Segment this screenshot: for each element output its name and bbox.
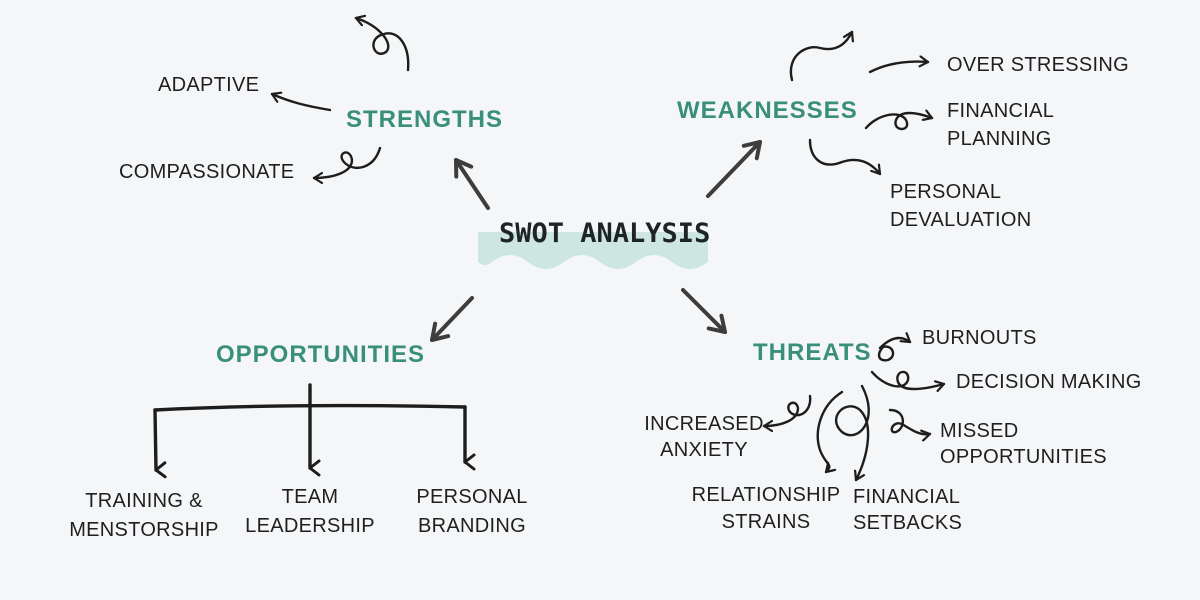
weaknesses-heading: WEAKNESSES — [677, 97, 858, 124]
weakness-item-over-stressing: OVER STRESSING — [947, 54, 1130, 76]
threat-item-anxiety-line1: INCREASED — [644, 413, 764, 435]
strength-item-compassionate: COMPASSIONATE — [119, 161, 295, 183]
arrow-to-opportunities — [430, 296, 474, 342]
threat-item-burnouts: BURNOUTS — [922, 327, 1037, 349]
weakness-item-financial-line1: FINANCIAL — [947, 100, 1055, 122]
threat-item-financial-line2: SETBACKS — [853, 512, 963, 534]
threat-item-missed-line2: OPPORTUNITIES — [940, 446, 1107, 468]
opportunity-item-training-line1: TRAINING & — [85, 490, 203, 512]
arrow-to-over-stressing — [868, 61, 930, 74]
swirl-arrow-compassionate — [312, 146, 382, 178]
threat-item-relationship-line1: RELATIONSHIP — [691, 484, 841, 506]
arrow-to-overthinking — [789, 30, 852, 82]
strength-item-adaptive: ADAPTIVE — [158, 74, 260, 96]
weakness-item-financial-line2: PLANNING — [947, 128, 1052, 150]
tree-bracket — [153, 403, 467, 412]
title-wave-shape — [478, 232, 708, 269]
opportunity-item-branding-line2: BRANDING — [418, 515, 526, 537]
threat-item-anxiety-line2: ANXIETY — [660, 439, 748, 461]
opportunity-item-branding-line1: PERSONAL — [416, 486, 528, 508]
opportunity-item-training-line2: MENSTORSHIP — [69, 519, 219, 541]
arrow-to-weaknesses — [706, 140, 762, 198]
arrow-to-threats — [681, 288, 727, 334]
opportunity-item-team-line2: LEADERSHIP — [245, 515, 375, 537]
threat-item-decision-making: DECISION MAKING — [956, 371, 1142, 393]
swirl-arrow-relationship — [816, 390, 844, 474]
threat-item-relationship-line2: STRAINS — [721, 511, 811, 533]
strengths-heading: STRENGTHS — [346, 106, 504, 133]
arrow-to-personal — [808, 138, 882, 176]
diagram-title: SWOT ANALYSIS — [499, 218, 711, 249]
opportunity-item-team-line1: TEAM — [281, 486, 339, 508]
threat-item-financial-line1: FINANCIAL — [853, 486, 961, 508]
swirl-arrow-financial-setbacks — [835, 384, 870, 482]
weakness-item-personal-line1: PERSONAL — [890, 181, 1002, 203]
threat-item-missed-line1: MISSED — [940, 420, 1019, 442]
swirl-arrow-missed — [888, 408, 932, 434]
swirl-arrow-decision — [870, 370, 946, 389]
arrow-to-adaptive — [270, 94, 332, 112]
swirl-arrow-top — [354, 18, 410, 72]
swirl-arrow-financial — [864, 113, 934, 131]
opportunities-heading: OPPORTUNITIES — [216, 341, 426, 368]
swirl-arrow-burnouts — [877, 338, 912, 362]
swirl-arrow-anxiety — [762, 394, 812, 426]
arrow-to-strengths — [454, 158, 490, 210]
threats-heading: THREATS — [753, 339, 872, 366]
tree-arrow-training — [153, 408, 167, 479]
weakness-item-personal-line2: DEVALUATION — [890, 209, 1032, 231]
